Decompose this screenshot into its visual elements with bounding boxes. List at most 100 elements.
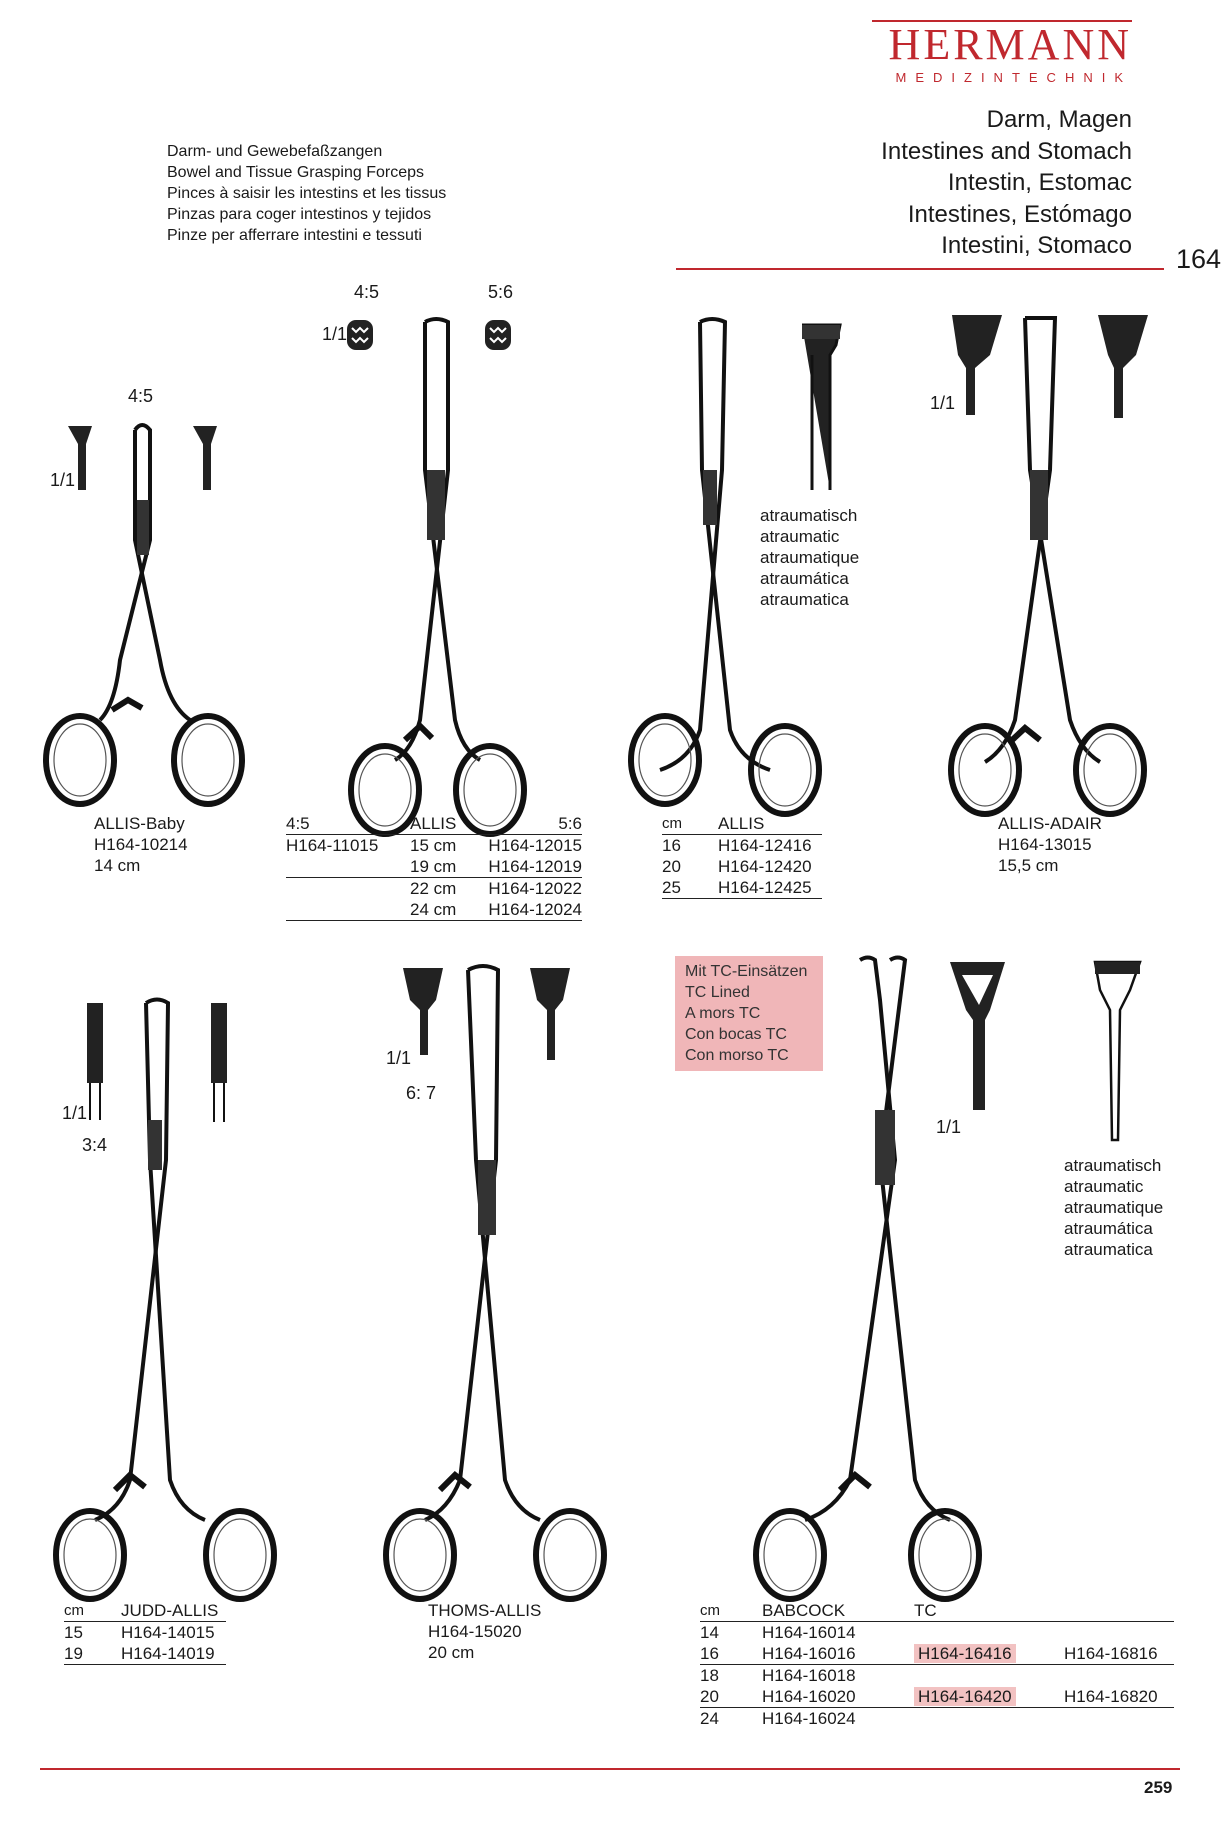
judd-allis-ring-left [56,1511,124,1599]
allis-baby-ring-left [46,716,114,804]
product-name: ALLIS-ADAIR [998,814,1102,833]
scale-allis-right: 5:6 [488,282,514,302]
allis-adair-ring-right [1076,726,1144,814]
brand-subtitle: MEDIZINTECHNIK [895,70,1132,85]
allis-atraumatic-forceps [659,317,771,772]
scale-allis-baby: 4:5 [128,386,154,406]
judd-allis-tip-left [87,1003,103,1120]
table-row: 16 H164-12416 [662,836,812,855]
table-row: 14 H164-16014 [700,1623,856,1642]
category-es: Intestines, Estómago [907,200,1132,228]
brand-logo: HERMANN MEDIZINTECHNIK [872,22,1132,86]
allis-adair-tip-right [1098,315,1148,418]
babcock-ring-right [911,1511,979,1599]
table-header: cm BABCOCK TC [700,1600,1174,1622]
scale-thoms-1to1: 1/1 [386,1048,412,1068]
table-row: 24 H164-16024 [700,1709,856,1728]
description-it: Pinze per afferrare intestini e tessuti [167,227,422,244]
product-code: H164-15020 [428,1622,522,1641]
thoms-allis-forceps [424,964,541,1522]
category-en: Intestines and Stomach [881,137,1132,165]
babcock-ring-left [756,1511,824,1599]
table-judd-allis: cm JUDD-ALLIS 15 H164-14015 19 H164-1401… [64,1600,226,1665]
scale-judd-1to1: 1/1 [62,1103,88,1123]
header-rule [676,268,1164,270]
caption-thoms-allis: THOMS-ALLIS H164-15020 20 cm [428,1600,541,1663]
allis-atraumatic-ring-left [631,716,699,804]
thoms-allis-ring-left [386,1511,454,1599]
scale-thoms: 6: 7 [406,1083,437,1103]
thoms-allis-tip-left [403,968,443,1055]
allis-jaw-icon-left [347,320,373,350]
page-number: 259 [1144,1778,1173,1797]
allis-atraumatic-ring-right [751,726,819,814]
tc-code-highlight: H164-16420 [914,1687,1016,1706]
table-row: 19 H164-14019 [64,1643,226,1665]
babcock-forceps [804,955,951,1522]
product-size: 20 cm [428,1643,475,1662]
allis-baby-forceps [98,423,192,722]
product-size: 15,5 cm [998,856,1059,875]
scale-allis-left: 4:5 [354,282,380,302]
product-code: H164-13015 [998,835,1092,854]
category-de: Darm, Magen [986,106,1132,133]
category-fr: Intestin, Estomac [947,169,1132,196]
table-row: 15 H164-14015 [64,1623,215,1642]
judd-allis-ring-right [206,1511,274,1599]
table-row: 25 H164-12425 [662,877,822,899]
scale-babcock-1to1: 1/1 [936,1117,962,1137]
scale-judd: 3:4 [82,1135,108,1155]
judd-allis-tip-right [211,1003,227,1122]
scale-allis-1to1: 1/1 [322,324,348,344]
description-de: Darm- und Gewebefaßzangen [167,143,383,160]
allis-jaw-icon-right [485,320,511,350]
product-name: THOMS-ALLIS [428,1601,542,1620]
category-heading: Darm, Magen Intestines and Stomach Intes… [760,104,1132,262]
description-en: Bowel and Tissue Grasping Forceps [167,164,425,181]
table-babcock: cm BABCOCK TC 14 H164-16014 16 H164-1601… [700,1600,1174,1729]
product-code: H164-10214 [94,835,188,854]
table-row: 16 H164-16016 H164-16416 H164-16816 [700,1643,1174,1665]
table-header: cm ALLIS [662,813,822,835]
description-fr: Pinces à saisir les intestins et les tis… [167,185,447,202]
description-es: Pinzas para coger intestinos y tejidos [167,206,432,223]
table-allis-atraumatic: cm ALLIS 16 H164-12416 20 H164-12420 25 … [662,813,822,899]
caption-allis-baby: ALLIS-Baby H164-10214 14 cm [94,813,188,876]
allis-forceps [393,317,482,762]
category-number: 164 [1176,244,1222,274]
table-allis: 4:5 ALLIS 5:6 H164-11015 15 cm H164-1201… [286,813,582,921]
table-header: cm JUDD-ALLIS [64,1600,226,1622]
table-row: 24 cm H164-12024 [286,899,582,921]
footer-rule [40,1768,1180,1770]
allis-baby-ring-right [174,716,242,804]
allis-baby-tip-right [193,426,217,490]
logo-top-rule [872,20,1132,22]
table-row: 18 H164-16018 [700,1666,856,1685]
product-description: Darm- und Gewebefaßzangen Bowel and Tiss… [167,141,446,246]
allis-adair-ring-left [951,726,1019,814]
category-it: Intestini, Stomaco [941,232,1132,259]
table-row: H164-11015 15 cm H164-12015 [286,836,582,855]
thoms-allis-ring-right [536,1511,604,1599]
product-size: 14 cm [94,856,141,875]
allis-adair-forceps [983,316,1102,764]
babcock-tip-left [950,962,1005,1110]
allis-baby-tip-left [68,426,92,490]
table-row: 20 H164-12420 [662,857,812,876]
caption-allis-adair: ALLIS-ADAIR H164-13015 15,5 cm [998,813,1102,876]
atraumatic-note-allis: atraumatisch atraumatic atraumatique atr… [760,506,860,609]
atraumatic-note-babcock: atraumatisch atraumatic atraumatique atr… [1064,1156,1164,1259]
thoms-allis-tip-right [530,968,570,1060]
judd-allis-forceps [94,997,206,1522]
allis-adair-tip-left [952,315,1002,415]
table-row: 22 cm H164-12022 [410,879,582,898]
table-row: 20 H164-16020 H164-16420 H164-16820 [700,1686,1174,1708]
product-name: ALLIS-Baby [94,814,185,833]
tc-lined-box: Mit TC-Einsätzen TC Lined A mors TC Con … [675,956,823,1071]
table-row: 19 cm H164-12019 [286,856,582,878]
allis-atraumatic-tip [802,323,842,490]
babcock-tip-right [1093,960,1142,1142]
scale-allis-baby-1to1: 1/1 [50,470,76,490]
table-header: 4:5 ALLIS 5:6 [286,814,582,835]
